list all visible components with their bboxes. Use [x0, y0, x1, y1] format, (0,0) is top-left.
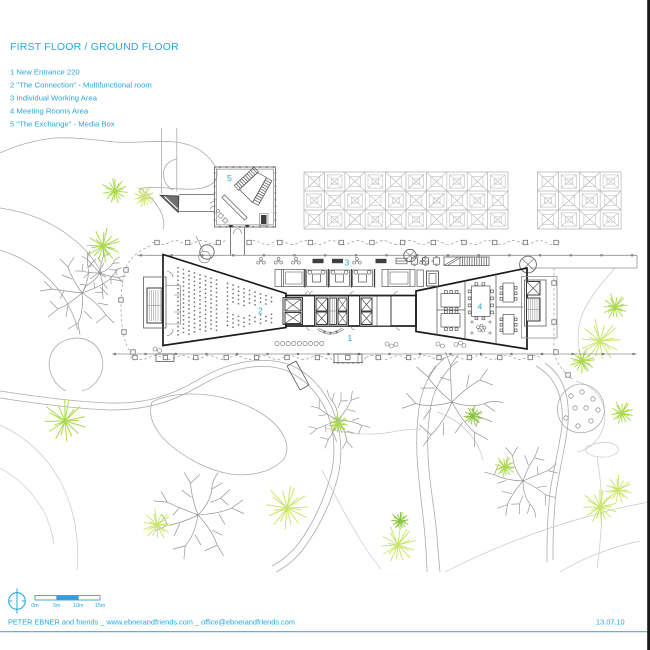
entry-ramp — [159, 194, 180, 214]
north-arrow-icon — [8, 588, 26, 614]
roof-grid — [303, 171, 622, 230]
label-connection: 2 — [258, 306, 263, 316]
scale-label-10: 10m — [73, 603, 84, 609]
exchange-stage — [233, 166, 273, 206]
label-exchange: 5 — [227, 173, 232, 183]
building-envelope — [112, 235, 638, 380]
circular-plaza — [557, 383, 605, 434]
legend-item-1: 1 New Entrance 220 — [10, 68, 80, 77]
core-b — [314, 295, 349, 327]
auditorium-entry-room — [166, 271, 181, 336]
landscape-paths — [0, 128, 650, 573]
footer-credit: PETER EBNER and friends _ www.ebnerandfr… — [8, 618, 295, 627]
auditorium-seats — [177, 267, 273, 336]
core-a — [282, 297, 303, 325]
label-new-entrance: 1 — [348, 333, 353, 343]
sheet-border — [647, 0, 650, 650]
left-annex — [143, 276, 167, 329]
legend-item-2: 2 "The Connection" - Multifunctional roo… — [10, 81, 152, 90]
header: FIRST FLOOR / GROUND FLOOR 1 New Entranc… — [10, 41, 179, 129]
legend-item-4: 4 Meeting Rooms Area — [10, 107, 89, 116]
legend-item-5: 5 "The Exchange" - Media Box — [10, 120, 115, 129]
scale-label-0: 0m — [31, 603, 39, 609]
promenade-circles — [274, 341, 325, 346]
footer-rule — [0, 631, 650, 633]
workstations-band — [256, 256, 490, 288]
media-box-details — [210, 201, 229, 224]
reception-desk — [316, 327, 345, 335]
scale-label-5: 5m — [53, 603, 61, 609]
meeting-rooms — [436, 274, 523, 345]
scale-bar: 0m 5m 10m 15m — [31, 595, 106, 609]
page-title: FIRST FLOOR / GROUND FLOOR — [10, 41, 179, 53]
footer: 0m 5m 10m 15m PETER EBNER and friends _ … — [0, 588, 650, 633]
footer-date: 13.07.10 — [596, 618, 625, 627]
plan-number-labels: 1 2 3 4 5 — [227, 173, 483, 343]
plant-symbol — [470, 320, 492, 335]
shrub-pairs — [152, 340, 467, 353]
label-working-area: 3 — [345, 258, 350, 268]
main-building — [143, 253, 558, 353]
right-annex — [521, 276, 558, 339]
scale-label-15: 15m — [95, 603, 106, 609]
legend-item-3: 3 Individual Working Area — [10, 94, 98, 103]
label-meeting-rooms: 4 — [478, 302, 483, 312]
media-box — [159, 166, 277, 256]
sketch-trees — [39, 237, 576, 572]
core-c — [359, 295, 392, 327]
